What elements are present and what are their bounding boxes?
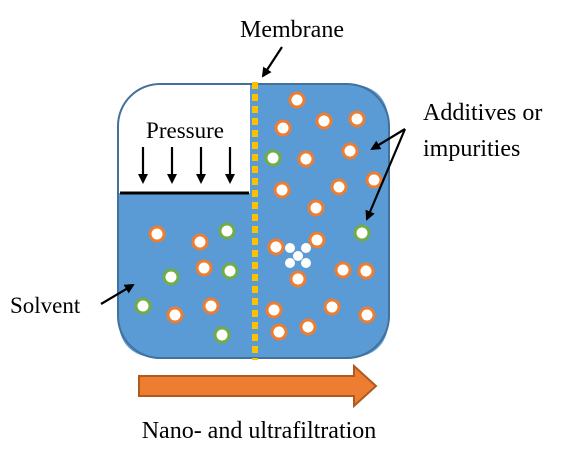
orange-particle xyxy=(274,119,292,137)
orange-particle xyxy=(330,178,348,196)
orange-particle xyxy=(270,323,288,341)
orange-particle xyxy=(148,225,166,243)
solvent-pointer-arrow xyxy=(100,283,135,305)
orange-particle xyxy=(307,199,325,217)
orange-particle xyxy=(202,297,220,315)
white-particle xyxy=(301,258,311,268)
orange-particle xyxy=(166,306,184,324)
green-particle xyxy=(213,326,231,344)
orange-particle xyxy=(289,270,307,288)
orange-particle xyxy=(273,181,291,199)
pressure-arrows xyxy=(138,147,235,184)
additives-label: Additives or xyxy=(423,100,542,126)
green-particle xyxy=(221,262,239,280)
orange-particle xyxy=(323,298,341,316)
process-label: Nano- and ultrafiltration xyxy=(142,418,377,444)
orange-particle xyxy=(299,318,317,336)
orange-particle xyxy=(357,262,375,280)
white-particle xyxy=(285,243,295,253)
membrane-pointer-arrow xyxy=(261,46,283,78)
orange-particle xyxy=(267,238,285,256)
orange-particle xyxy=(334,261,352,279)
orange-particle xyxy=(348,110,366,128)
green-particle xyxy=(218,222,236,240)
impurities-pointer-arrow xyxy=(365,128,407,221)
orange-particle xyxy=(191,233,209,251)
orange-particle xyxy=(308,231,326,249)
pressure-label: Pressure xyxy=(146,118,224,143)
particles xyxy=(134,91,383,344)
green-particle xyxy=(162,268,180,286)
white-particle xyxy=(285,258,295,268)
orange-particle xyxy=(288,91,306,109)
orange-particle xyxy=(315,112,333,130)
pointer-arrows xyxy=(100,46,407,305)
orange-particle xyxy=(265,301,283,319)
vessel-air-region xyxy=(118,84,250,193)
orange-particle xyxy=(358,306,376,324)
green-particle xyxy=(353,224,371,242)
additives-pointer-arrow xyxy=(370,128,406,151)
orange-particle xyxy=(341,142,359,160)
white-particle xyxy=(301,243,311,253)
process-arrow xyxy=(138,363,378,409)
orange-particle xyxy=(365,171,383,189)
green-particle xyxy=(264,149,282,167)
orange-particle xyxy=(195,259,213,277)
white-particle xyxy=(293,251,303,261)
membrane-label: Membrane xyxy=(240,17,344,43)
green-particle xyxy=(134,297,152,315)
orange-particle xyxy=(297,150,315,168)
solvent-label: Solvent xyxy=(10,293,81,318)
impurities-label: impurities xyxy=(423,136,520,162)
